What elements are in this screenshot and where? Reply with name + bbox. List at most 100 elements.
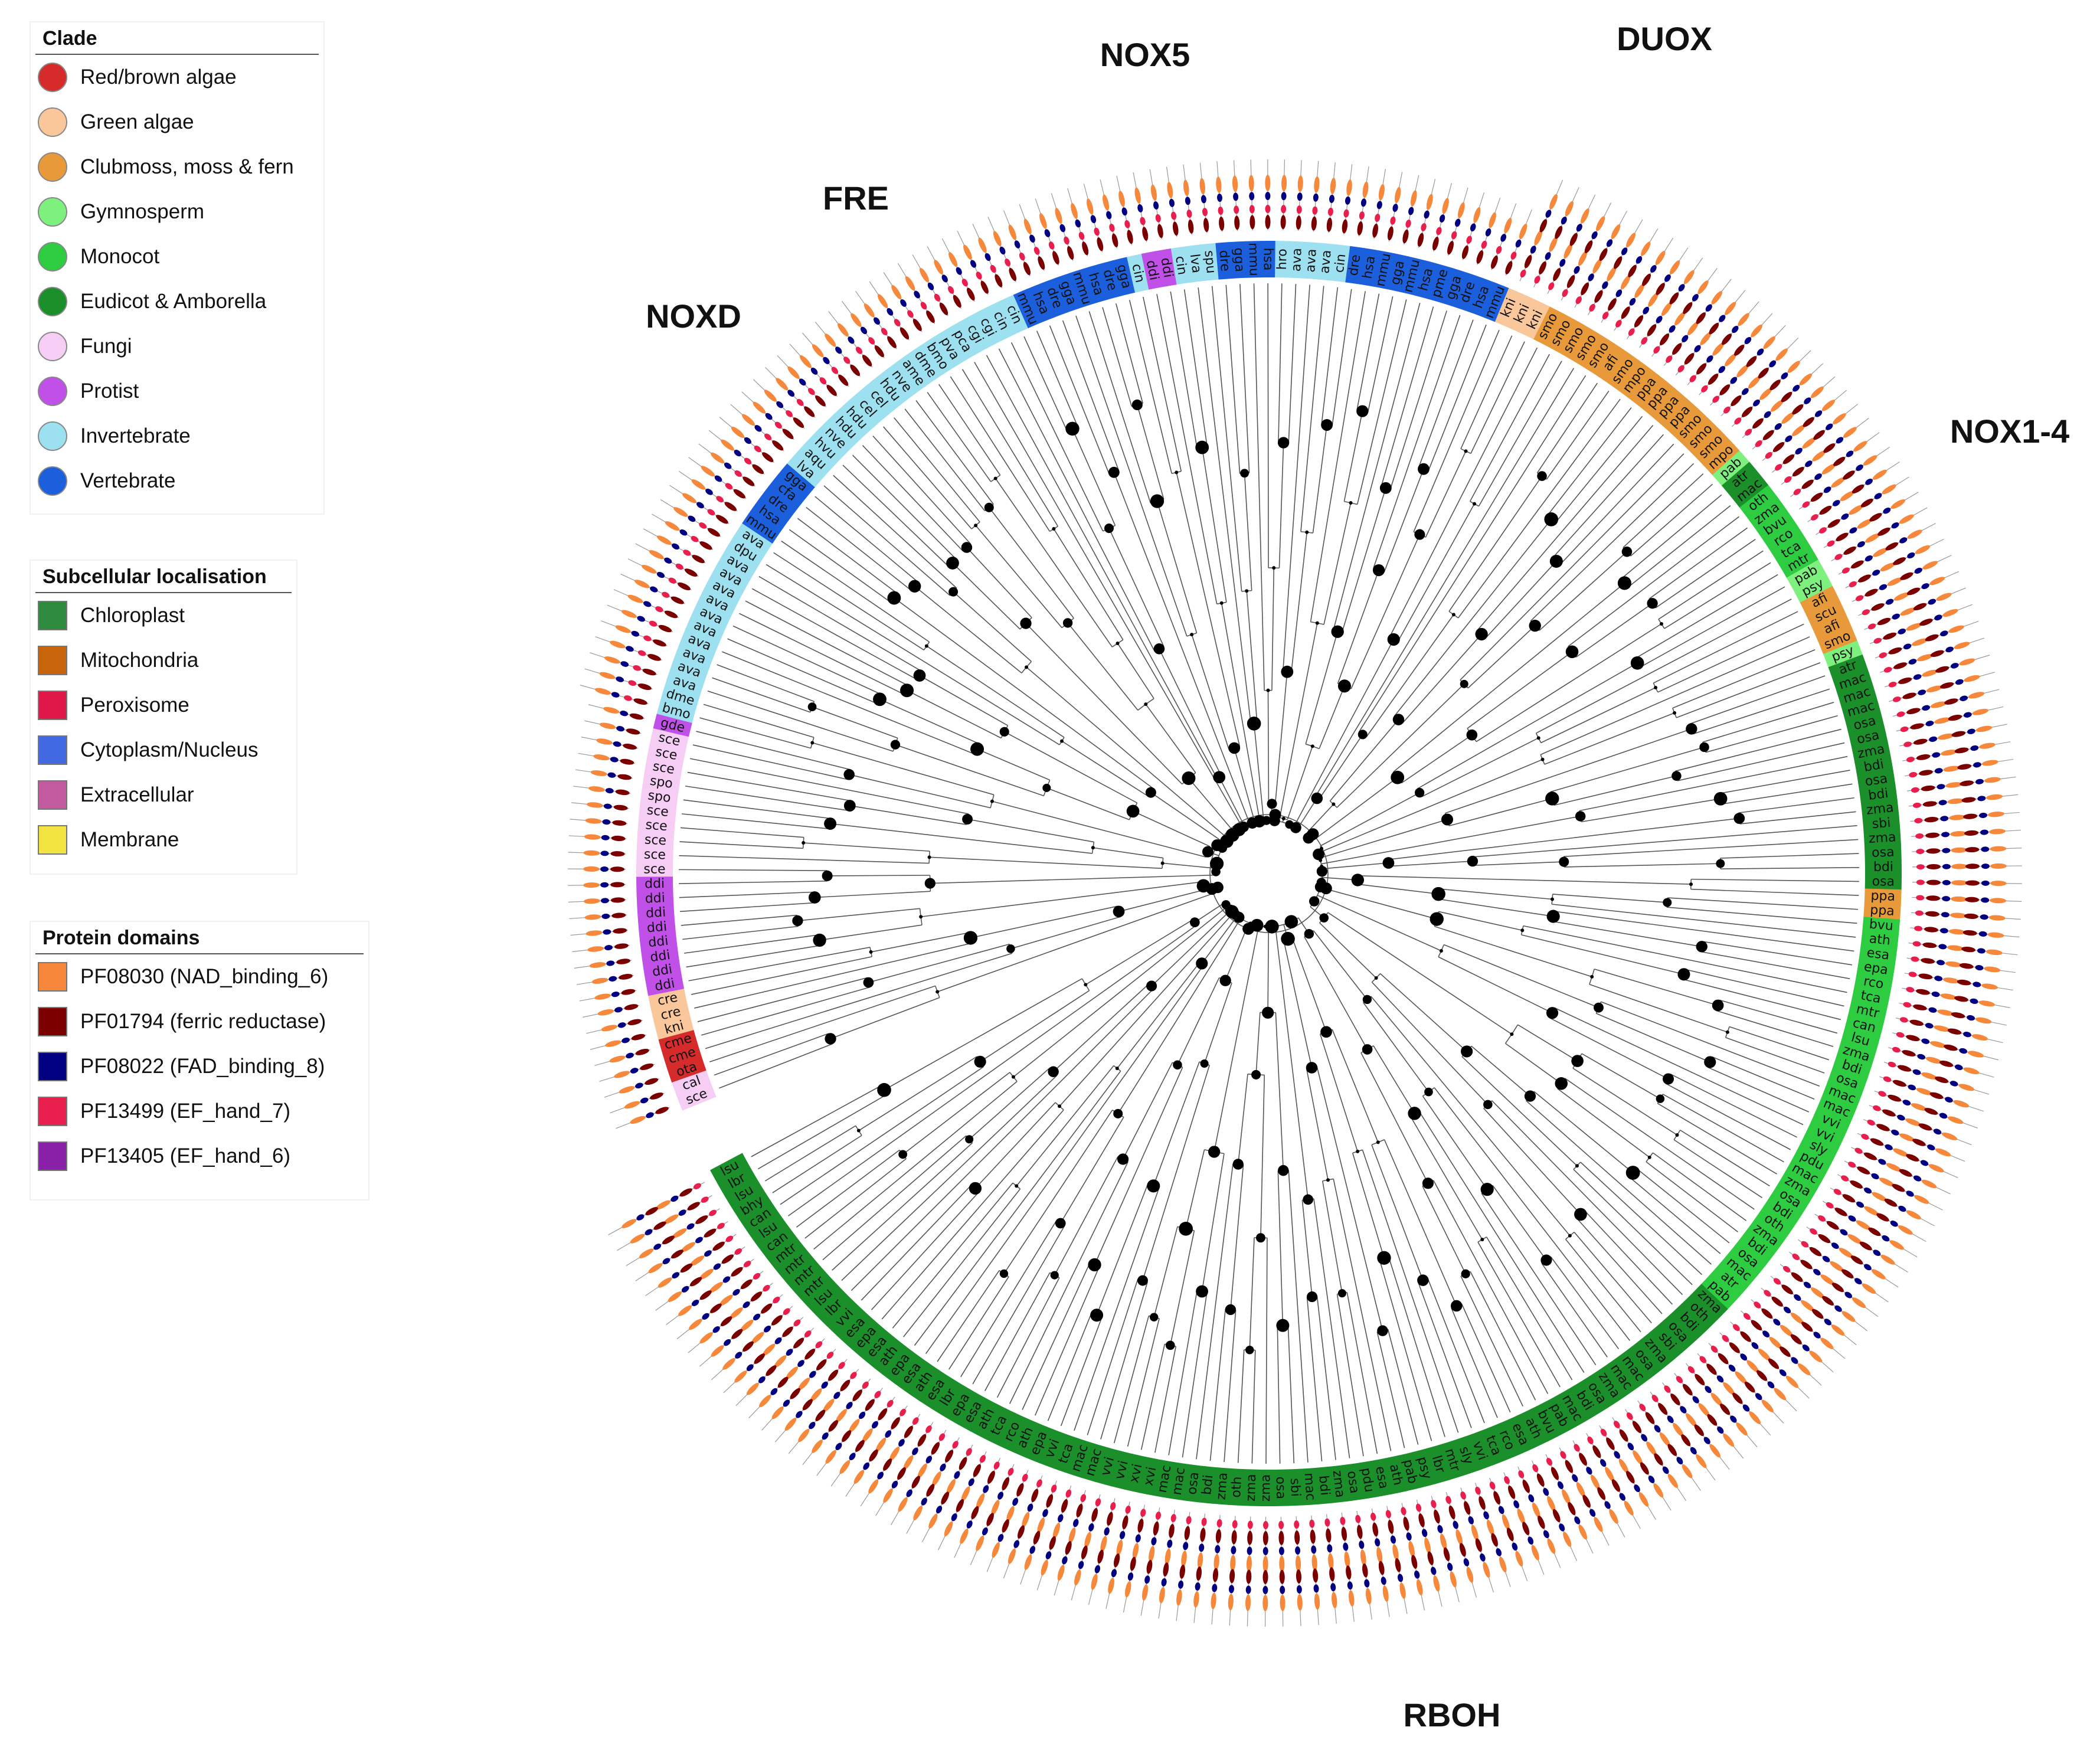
domain-glyph [1262,1530,1268,1545]
leaf-label: zma [1244,1474,1259,1502]
support-node [1441,813,1454,826]
tree-branch [849,805,967,825]
tree-branch [1016,1065,1114,1186]
support-node [1306,1291,1318,1303]
tree-branch [1387,1329,1419,1445]
tree-branch [682,813,830,830]
leaf-label: esa [1866,946,1890,963]
tree-branch [1485,561,1557,639]
support-node [1144,702,1148,706]
tree-branch [966,547,1032,619]
support-node [1379,482,1392,494]
domain-glyph [1919,619,1933,626]
domain-glyph [849,1453,856,1460]
domain-glyph [734,1370,747,1383]
domain-glyph [772,440,784,451]
domain-glyph [926,1484,935,1497]
domain-glyph [1810,1228,1817,1235]
domain-glyph [1009,267,1017,282]
tree-branch [1719,770,1850,794]
domain-glyph [1621,274,1631,290]
domain-glyph [1892,1046,1901,1053]
clade-legend-swatch [38,287,67,316]
domain-glyph [594,993,611,1000]
clade-ring-wedge [1183,1464,1203,1503]
domain-glyph [1912,638,1928,646]
domain-glyph [953,295,961,308]
clade-ring-wedge [1441,268,1467,308]
support-node [908,580,921,593]
domain-glyph [1546,1457,1553,1466]
domain-glyph [1884,1198,1898,1207]
domain-glyph [655,606,663,613]
domain-glyph [1216,194,1222,202]
clade-ring-wedge [1731,473,1769,508]
domain-glyph [1246,1555,1252,1572]
domain-glyph [1670,1394,1680,1405]
clade-ring-wedge [718,548,758,580]
support-node [993,476,997,480]
domain-glyph [1418,1513,1425,1527]
domain-glyph [1882,1109,1896,1117]
support-node [1699,742,1709,753]
domain-glyph [763,1285,770,1292]
domain-glyph [1951,731,1966,737]
tree-branch [1333,1179,1392,1451]
domain-glyph [1451,231,1457,240]
tree-branch [1221,603,1261,822]
clade-legend-swatch [38,377,67,406]
domain-glyph [1656,283,1665,295]
tree-branch [804,1158,907,1239]
support-node [1686,723,1697,735]
domain-glyph [815,1409,826,1421]
clade-ring-wedge [1828,654,1868,681]
tree-branch [1648,527,1748,600]
domain-glyph [946,1479,956,1494]
domain-glyph [1357,1525,1363,1539]
domain-glyph [1831,1324,1845,1336]
domain-glyph [1153,1521,1159,1536]
domain-glyph [1903,1002,1912,1008]
domain-glyph [912,1447,918,1455]
domain-glyph [954,1471,960,1479]
tree-branch [881,1110,1064,1320]
domain-glyph [1813,1268,1821,1275]
domain-glyph [1988,829,2006,835]
clade-legend-label: Eudicot & Amborella [80,290,267,313]
domain-glyph [1970,745,1979,751]
domain-glyph [1912,941,1921,947]
tree-branch [1667,907,1857,924]
domain-glyph [766,1365,777,1376]
domain-glyph [1954,747,1969,754]
domain-glyph [1891,1129,1899,1136]
domain-glyph [787,390,795,397]
domain-glyph [1621,306,1630,319]
leaf-label: zma [1868,830,1896,846]
domain-glyph [1834,1208,1847,1216]
tree-branch [1553,775,1677,806]
domain-glyph [1184,1526,1190,1540]
domain-glyph [944,1521,953,1537]
domain-glyph [583,898,600,904]
clade-ring-wedge [1273,1469,1288,1506]
support-node [1196,957,1208,970]
clade-ring-wedge [1520,300,1551,340]
support-node [1351,874,1365,887]
tree-branch [915,400,994,505]
tree-branch [1085,919,1193,985]
domain-glyph [683,549,691,556]
domain-glyph [1906,1210,1921,1219]
domain-glyph [1650,265,1657,273]
domain-glyph [642,564,657,574]
clade-ring-wedge [662,1043,702,1069]
clade-ring-wedge [1861,800,1899,819]
tree-branch [1293,639,1394,827]
tree-branch [1541,1263,1608,1358]
clade-ring-wedge [1041,277,1068,318]
tree-branch [1108,528,1165,647]
tree-branch [1673,1139,1763,1199]
domain-glyph [1783,1306,1791,1314]
domain-glyph [1170,1514,1176,1523]
domain-glyph [786,1366,799,1379]
support-node [1319,913,1329,923]
